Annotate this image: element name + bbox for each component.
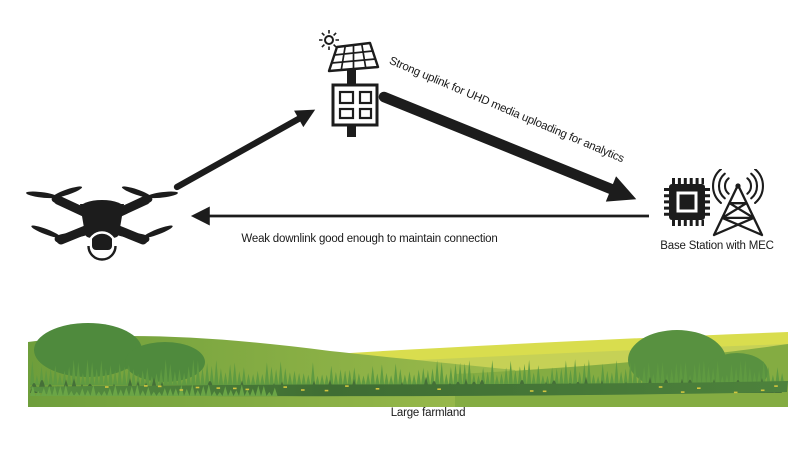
bush xyxy=(125,342,205,382)
drone-camera-ring-top xyxy=(87,231,117,247)
grass-speck xyxy=(529,390,534,392)
drone-camera-ring xyxy=(87,245,117,261)
drone-icon xyxy=(25,184,179,261)
grass-speck xyxy=(733,391,738,394)
grass-speck xyxy=(157,385,162,388)
solar-panel-grid xyxy=(331,43,376,71)
grass-speck xyxy=(144,385,148,387)
chip-icon xyxy=(664,178,710,226)
base-station-icons xyxy=(664,169,765,237)
grass-speck xyxy=(658,386,663,388)
sensor-box-cells xyxy=(338,90,373,120)
grass-speck xyxy=(195,386,200,389)
farmland-illustration xyxy=(28,323,788,407)
grass-blades-mid xyxy=(30,359,788,385)
radio-tower-icon xyxy=(711,169,765,237)
grass-blades-light xyxy=(30,384,280,396)
solar-sensor-icon xyxy=(319,30,380,137)
bush xyxy=(34,323,142,377)
drone-arms xyxy=(53,195,151,245)
arrow-drone-to-sensor xyxy=(173,109,316,191)
grass-speck xyxy=(283,386,287,388)
arrow-sensor-to-base-station xyxy=(378,91,637,202)
drone-body xyxy=(79,200,125,250)
downlink-label: Weak downlink good enough to maintain co… xyxy=(241,233,498,245)
grass-speck xyxy=(179,389,184,391)
grass-speck xyxy=(437,388,441,390)
signal-waves-icon xyxy=(711,169,765,204)
base-station-label: Base Station with MEC xyxy=(660,240,774,252)
grass-speck xyxy=(233,387,237,390)
grass-speck xyxy=(105,386,109,388)
grass-speck xyxy=(680,391,685,393)
grass-speck xyxy=(345,385,349,387)
sun-icon xyxy=(319,30,339,50)
grass-speck xyxy=(760,389,765,392)
grass-speck xyxy=(324,389,329,392)
grass-speck xyxy=(375,388,380,390)
farmland-label: Large farmland xyxy=(390,407,466,419)
grass-specks xyxy=(105,385,778,394)
grass-mid-layer xyxy=(30,359,788,385)
grass-light-layer xyxy=(30,384,280,396)
grass-speck xyxy=(216,387,221,389)
grass-speck xyxy=(245,388,250,391)
bush xyxy=(628,330,726,390)
grass-speck xyxy=(542,390,547,393)
grass-speck xyxy=(301,389,305,391)
grass-speck xyxy=(774,385,778,387)
grass-speck xyxy=(697,387,701,389)
